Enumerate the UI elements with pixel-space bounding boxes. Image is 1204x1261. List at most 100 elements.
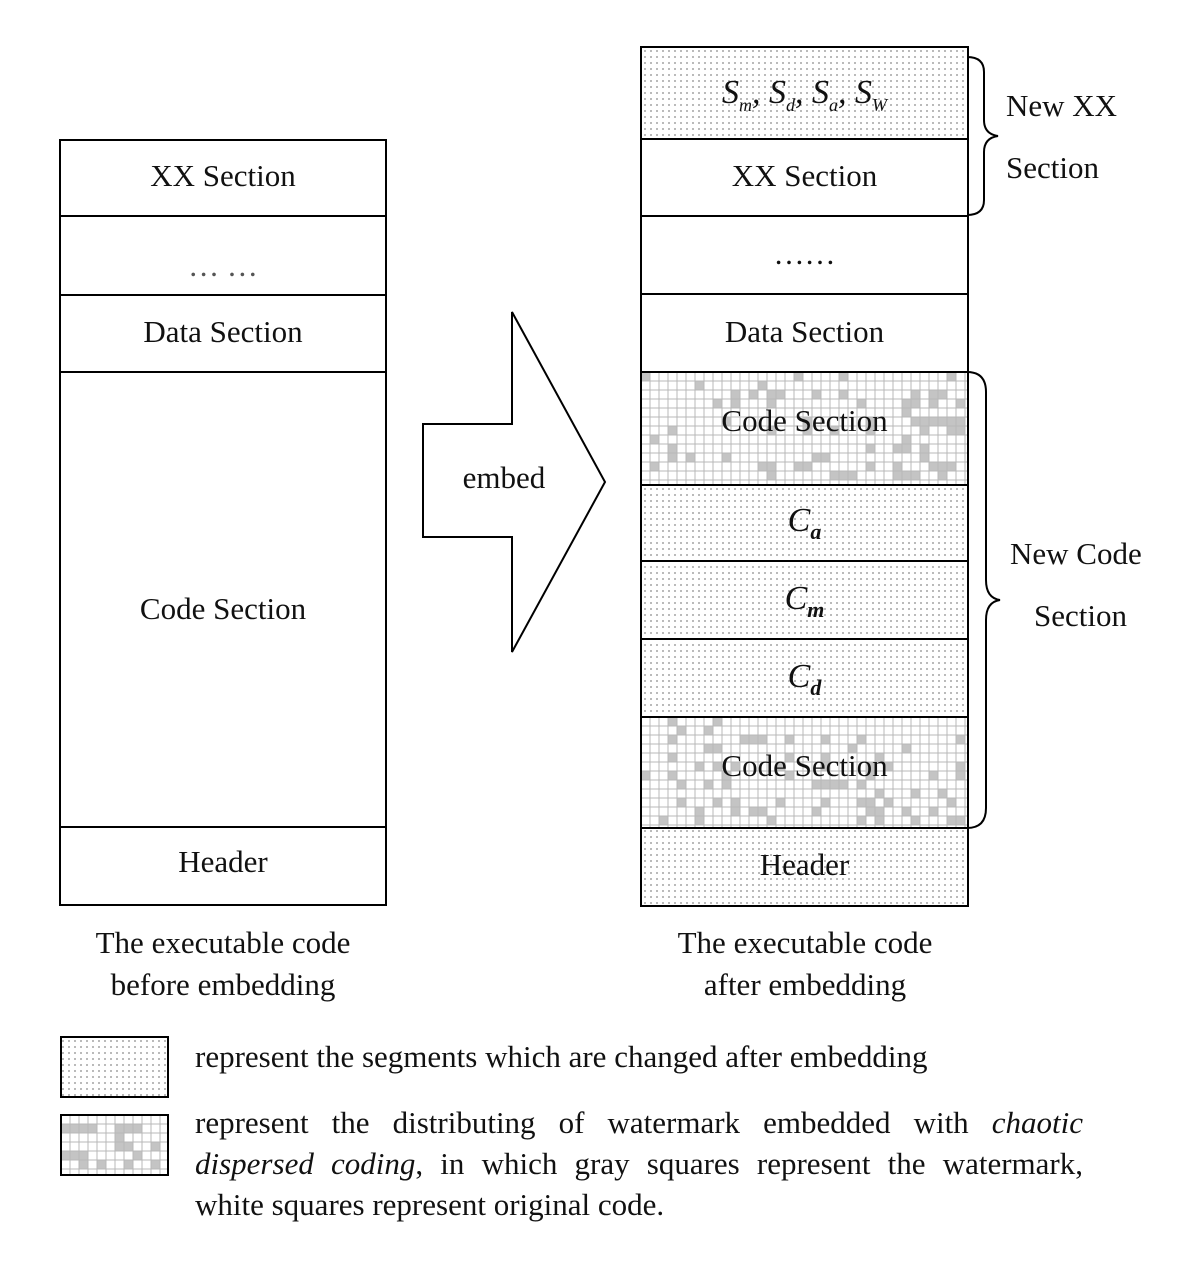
new-xx-section-label-line-1: New XX <box>1006 88 1118 123</box>
watermark-square <box>70 1124 79 1133</box>
watermark-square <box>893 444 902 453</box>
legend-watermark-swatch-border <box>60 1114 169 1176</box>
watermark-square <box>677 798 686 807</box>
watermark-square <box>830 471 839 480</box>
watermark-square <box>947 417 956 426</box>
watermark-square <box>722 453 731 462</box>
watermark-square <box>866 798 875 807</box>
after-xx-section-label: XX Section <box>731 158 878 193</box>
watermark-square <box>875 789 884 798</box>
watermark-square <box>641 771 650 780</box>
legend-watermark-text: represent the distributing of watermark … <box>195 1102 1083 1225</box>
watermark-square <box>920 453 929 462</box>
watermark-square <box>893 462 902 471</box>
after-caption-line-2: after embedding <box>703 967 907 1002</box>
watermark-square <box>803 462 812 471</box>
watermark-square <box>767 471 776 480</box>
brace-new-xx-section <box>966 56 999 216</box>
watermark-square <box>758 462 767 471</box>
watermark-square <box>713 762 722 771</box>
watermark-square <box>88 1124 97 1133</box>
watermark-square <box>821 780 830 789</box>
watermark-square <box>133 1124 142 1133</box>
before-data-section-label: Data Section <box>143 314 303 349</box>
watermark-square <box>668 426 677 435</box>
watermark-square <box>695 807 704 816</box>
watermark-square <box>857 399 866 408</box>
after-data-section-label: Data Section <box>724 314 885 349</box>
watermark-square <box>785 735 794 744</box>
watermark-square <box>866 807 875 816</box>
watermark-square <box>866 462 875 471</box>
watermark-square <box>875 807 884 816</box>
watermark-square <box>821 798 830 807</box>
watermark-square <box>911 789 920 798</box>
watermark-square <box>911 390 920 399</box>
before-code-section-label: Code Section <box>139 591 307 626</box>
watermark-square <box>115 1124 124 1133</box>
watermark-square <box>902 408 911 417</box>
watermark-square <box>929 807 938 816</box>
watermark-square <box>704 780 713 789</box>
watermark-square <box>929 771 938 780</box>
brace-new-code-section <box>966 371 1001 829</box>
watermark-square <box>884 762 893 771</box>
new-xx-section-label-line-2: Section <box>1006 150 1099 185</box>
watermark-square <box>893 471 902 480</box>
watermark-square <box>97 1160 106 1169</box>
after-caption-line-1: The executable code <box>677 925 933 960</box>
watermark-square <box>920 417 929 426</box>
watermark-square <box>902 444 911 453</box>
after-column <box>640 46 969 907</box>
watermark-square <box>695 381 704 390</box>
watermark-square <box>848 471 857 480</box>
watermark-square <box>79 1124 88 1133</box>
watermark-square <box>785 753 794 762</box>
watermark-square <box>704 744 713 753</box>
watermark-square <box>767 426 776 435</box>
watermark-square <box>668 735 677 744</box>
watermark-square <box>839 372 848 381</box>
watermark-square <box>776 762 785 771</box>
watermark-square <box>866 417 875 426</box>
watermark-square <box>812 390 821 399</box>
watermark-square <box>785 771 794 780</box>
watermark-square <box>947 426 956 435</box>
watermark-square <box>821 753 830 762</box>
watermark-square <box>668 444 677 453</box>
watermark-square <box>929 399 938 408</box>
watermark-square <box>713 399 722 408</box>
after-s-symbols-label: Sm, Sd, Sa, SW <box>641 76 968 114</box>
after-ellipsis-label: …… <box>773 236 836 271</box>
watermark-square <box>938 417 947 426</box>
watermark-square <box>902 399 911 408</box>
embed-arrow <box>422 311 607 653</box>
watermark-square <box>929 462 938 471</box>
watermark-square <box>875 753 884 762</box>
watermark-square <box>830 780 839 789</box>
after-c-d-label: Cd <box>787 658 822 700</box>
watermark-square <box>920 426 929 435</box>
watermark-square <box>79 1160 88 1169</box>
after-header-label: Header <box>759 847 850 882</box>
after-code-section-bottom-label: Code Section <box>721 748 888 783</box>
after-code-section-top-label: Code Section <box>721 403 888 438</box>
watermark-square <box>758 381 767 390</box>
watermark-square <box>803 426 812 435</box>
legend-watermark-text-part-2: , in which gray squares represent the wa… <box>195 1146 1083 1222</box>
symbol-s-d: Sd <box>769 74 795 115</box>
before-caption-line-1: The executable code <box>95 925 351 960</box>
after-c-a-label: Ca <box>787 502 822 544</box>
separator-3: , <box>838 74 847 111</box>
watermark-square <box>115 1133 124 1142</box>
symbol-s-m: Sm <box>722 74 752 115</box>
watermark-square <box>902 471 911 480</box>
watermark-square <box>902 807 911 816</box>
separator-2: , <box>795 74 804 111</box>
watermark-square <box>641 372 650 381</box>
watermark-square <box>731 762 740 771</box>
watermark-square <box>749 807 758 816</box>
watermark-square <box>695 762 704 771</box>
